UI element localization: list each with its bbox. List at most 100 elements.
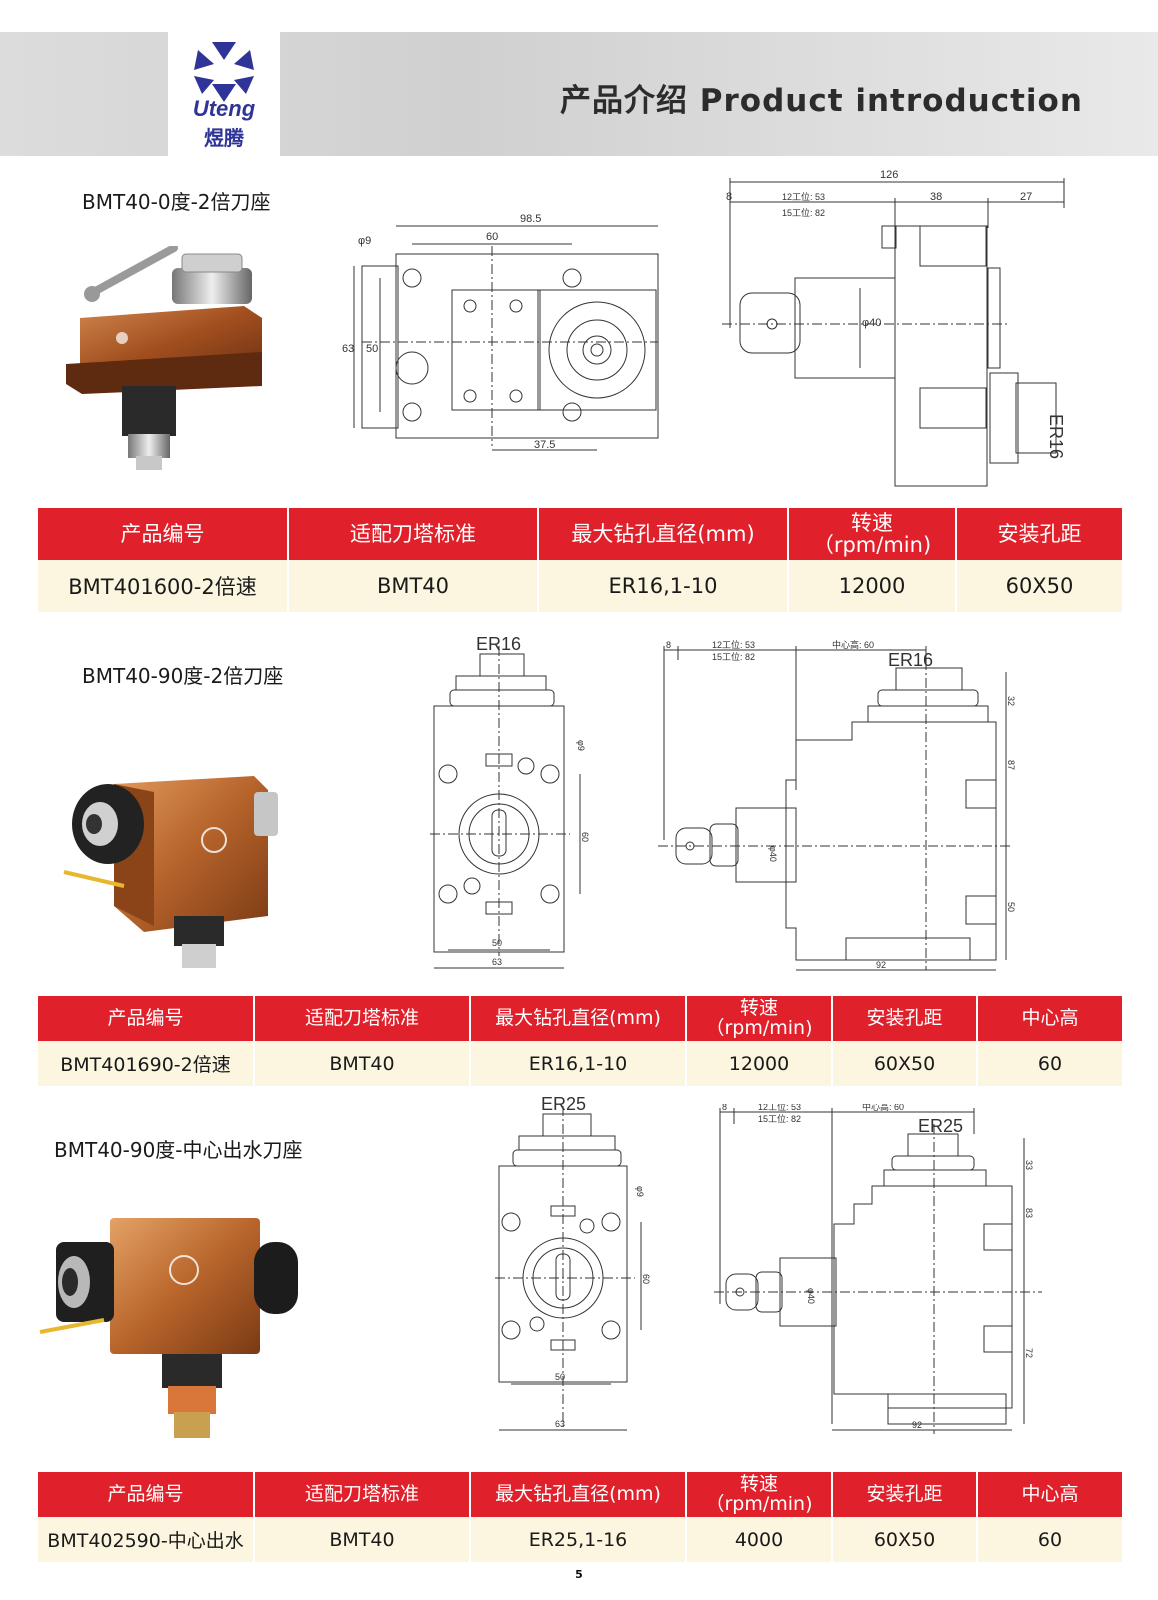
dim-hole-span-h: 50 bbox=[492, 938, 502, 948]
header-cell: 最大钻孔直径(mm) bbox=[470, 996, 687, 1041]
dim-h1: 33 bbox=[1024, 1160, 1034, 1170]
header-cell: 安装孔距 bbox=[956, 508, 1122, 560]
product-3-spec-table: 产品编号 适配刀塔标准 最大钻孔直径(mm) 转速 （rpm/min) 安装孔距… bbox=[38, 1472, 1122, 1562]
dim-hole-span-v: 60 bbox=[580, 832, 590, 842]
collet-label: ER16 bbox=[888, 650, 933, 670]
product-1-spec-table: 产品编号 适配刀塔标准 最大钻孔直径(mm) 转速 （rpm/min) 安装孔距… bbox=[38, 508, 1122, 612]
header-cell: 产品编号 bbox=[38, 508, 289, 560]
dim-b1: 12工位: 53 bbox=[782, 191, 825, 202]
header-cell: 中心高 bbox=[977, 1472, 1122, 1517]
product-1-side-drawing: 126 8 12工位: 53 15工位: 82 38 27 φ40 ER16 bbox=[710, 168, 1070, 498]
dim-height-holes: 50 bbox=[366, 343, 378, 355]
header-cell: 适配刀塔标准 bbox=[288, 508, 539, 560]
product-3-photo bbox=[34, 1212, 304, 1452]
cell: BMT40 bbox=[288, 560, 539, 612]
table-header-row: 产品编号 适配刀塔标准 最大钻孔直径(mm) 转速 （rpm/min) 安装孔距… bbox=[38, 996, 1122, 1041]
header-cell: 安装孔距 bbox=[832, 1472, 978, 1517]
cell: 12000 bbox=[686, 1041, 833, 1086]
cell: 12000 bbox=[788, 560, 957, 612]
dim-a: 8 bbox=[726, 191, 732, 203]
cell: 60X50 bbox=[956, 560, 1122, 612]
cell: ER16,1-10 bbox=[538, 560, 789, 612]
product-1-photo bbox=[62, 246, 278, 476]
cell: 60X50 bbox=[832, 1517, 978, 1562]
dim-hole-dia: φ9 bbox=[635, 1186, 645, 1197]
dim-height-total: 63 bbox=[342, 343, 354, 355]
product-3-front-drawing: ER25 φ9 60 50 63 bbox=[495, 1096, 675, 1446]
dim-h2: 87 bbox=[1006, 760, 1016, 770]
product-1-front-drawing: 98.5 60 φ9 63 50 37.5 bbox=[340, 206, 670, 466]
product-3-side-drawing: 8 12工位: 53 15工位: 82 中心高: 60 ER25 33 83 7… bbox=[712, 1104, 1062, 1444]
cell: 60X50 bbox=[832, 1041, 978, 1086]
header-cell: 最大钻孔直径(mm) bbox=[470, 1472, 687, 1517]
dim-width: 63 bbox=[492, 957, 502, 967]
brand-logo: Uteng 煜腾 bbox=[168, 32, 280, 156]
dim-h3: 50 bbox=[1006, 902, 1016, 912]
page-number: 5 bbox=[575, 1568, 583, 1581]
logo-english: Uteng bbox=[192, 96, 256, 121]
cell: BMT401690-2倍速 bbox=[38, 1041, 255, 1086]
cell: BMT402590-中心出水 bbox=[38, 1517, 255, 1562]
product-1-title: BMT40-0度-2倍刀座 bbox=[82, 190, 271, 214]
dim-hole-span-v: 60 bbox=[641, 1274, 651, 1284]
dim-total: 126 bbox=[880, 169, 898, 181]
header-cell: 产品编号 bbox=[38, 1472, 255, 1517]
table-row: BMT402590-中心出水 BMT40 ER25,1-16 4000 60X5… bbox=[38, 1517, 1122, 1562]
dim-hole-span: 60 bbox=[486, 231, 498, 243]
header-cell: 适配刀塔标准 bbox=[254, 1472, 471, 1517]
cell: 60 bbox=[977, 1041, 1122, 1086]
dim-hole-span-h: 50 bbox=[555, 1372, 565, 1382]
dim-b2: 15工位: 82 bbox=[712, 651, 755, 662]
dim-center: 中心高: 60 bbox=[862, 1104, 904, 1112]
product-2-side-drawing: 8 12工位: 53 15工位: 82 中心高: 60 ER16 32 87 5… bbox=[656, 640, 1026, 985]
dim-c: 38 bbox=[930, 191, 942, 203]
dim-offset: 37.5 bbox=[534, 439, 555, 451]
product-3-title: BMT40-90度-中心出水刀座 bbox=[54, 1138, 303, 1162]
header-cell: 转速 （rpm/min) bbox=[686, 1472, 833, 1517]
header-cell: 最大钻孔直径(mm) bbox=[538, 508, 789, 560]
dim-hole-dia: φ9 bbox=[358, 235, 371, 247]
dim-h3: 72 bbox=[1024, 1348, 1034, 1358]
table-header-row: 产品编号 适配刀塔标准 最大钻孔直径(mm) 转速 （rpm/min) 安装孔距 bbox=[38, 508, 1122, 560]
cell: BMT40 bbox=[254, 1041, 471, 1086]
header-cell: 中心高 bbox=[977, 996, 1122, 1041]
collet-label: ER16 bbox=[476, 636, 521, 654]
header-cell: 安装孔距 bbox=[832, 996, 978, 1041]
cell: 4000 bbox=[686, 1517, 833, 1562]
dim-a: 8 bbox=[722, 1104, 727, 1112]
dim-b2: 15工位: 82 bbox=[782, 207, 825, 218]
table-row: BMT401690-2倍速 BMT40 ER16,1-10 12000 60X5… bbox=[38, 1041, 1122, 1086]
dim-base: 92 bbox=[912, 1420, 922, 1430]
collet-label: ER25 bbox=[918, 1116, 963, 1136]
dim-dia: φ40 bbox=[862, 317, 881, 329]
cell: BMT40 bbox=[254, 1517, 471, 1562]
product-2-title: BMT40-90度-2倍刀座 bbox=[82, 664, 284, 688]
collet-label: ER16 bbox=[1046, 414, 1066, 459]
logo-chinese: 煜腾 bbox=[204, 126, 244, 150]
dim-b2: 15工位: 82 bbox=[758, 1113, 801, 1124]
table-header-row: 产品编号 适配刀塔标准 最大钻孔直径(mm) 转速 （rpm/min) 安装孔距… bbox=[38, 1472, 1122, 1517]
cell: 60 bbox=[977, 1517, 1122, 1562]
header-cell: 产品编号 bbox=[38, 996, 255, 1041]
dim-width-total: 98.5 bbox=[520, 213, 541, 225]
dim-hole-dia: φ9 bbox=[576, 740, 586, 751]
product-2-photo bbox=[44, 766, 284, 976]
header-cell: 转速 （rpm/min) bbox=[686, 996, 833, 1041]
dim-b1: 12工位: 53 bbox=[758, 1104, 801, 1112]
dim-h2: 83 bbox=[1024, 1208, 1034, 1218]
collet-label: ER25 bbox=[541, 1096, 586, 1114]
table-row: BMT401600-2倍速 BMT40 ER16,1-10 12000 60X5… bbox=[38, 560, 1122, 612]
product-2-spec-table: 产品编号 适配刀塔标准 最大钻孔直径(mm) 转速 （rpm/min) 安装孔距… bbox=[38, 996, 1122, 1086]
logo-mark-icon bbox=[194, 42, 254, 102]
cell: ER25,1-16 bbox=[470, 1517, 687, 1562]
dim-dia: φ40 bbox=[806, 1288, 816, 1304]
cell: ER16,1-10 bbox=[470, 1041, 687, 1086]
dim-width: 63 bbox=[555, 1419, 565, 1429]
product-2-front-drawing: ER16 φ9 60 50 63 bbox=[430, 636, 610, 986]
dim-a: 8 bbox=[666, 640, 671, 650]
cell: BMT401600-2倍速 bbox=[38, 560, 289, 612]
dim-base: 92 bbox=[876, 960, 886, 970]
dim-d: 27 bbox=[1020, 191, 1032, 203]
page-title: 产品介绍 Product introduction bbox=[560, 83, 1083, 119]
header-cell: 适配刀塔标准 bbox=[254, 996, 471, 1041]
